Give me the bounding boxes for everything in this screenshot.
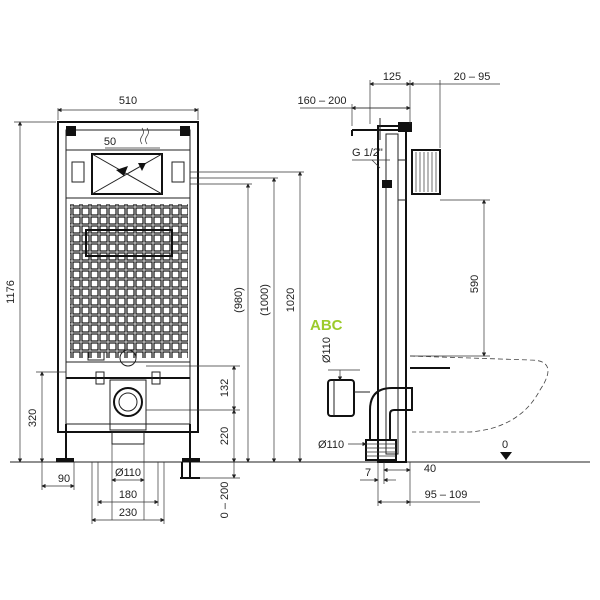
dim-7: 7: [365, 467, 371, 479]
dim-1020: 1020: [285, 288, 297, 312]
dim-1000: (1000): [259, 284, 271, 316]
dim-20-95: 20 – 95: [454, 71, 491, 83]
drain-outlet: [113, 387, 143, 417]
water-inlet: [119, 349, 137, 367]
dim-elbow-diameter: Ø110: [318, 439, 344, 451]
dim-590: 590: [469, 275, 481, 293]
side-frame: [377, 125, 407, 463]
dim-180: 180: [119, 489, 137, 501]
dim-320: 320: [27, 409, 39, 427]
watermark-logo: ABC: [310, 317, 343, 334]
dim-160-200: 160 – 200: [298, 95, 347, 107]
dim-980: (980): [233, 287, 245, 313]
dim-diameter-110: Ø110: [115, 467, 141, 479]
dim-132: 132: [219, 379, 231, 397]
dim-flush: 50: [104, 136, 116, 148]
flush-actuator: [411, 149, 441, 195]
cistern-grid: [70, 204, 188, 358]
dim-90: 90: [58, 473, 70, 485]
dim-230: 230: [119, 507, 137, 519]
thread-label: G 1/2": [352, 147, 383, 159]
flush-plate: [91, 153, 163, 195]
dim-0-200: 0 – 200: [219, 482, 231, 519]
side-view: G 1/2" 125 20 – 95 160 – 200: [298, 71, 549, 506]
dim-95-109: 95 – 109: [425, 489, 468, 501]
outlet-stub: [327, 379, 355, 417]
toilet-bowl: [409, 355, 549, 433]
front-view: 510 50 1176 320 (980) (1000) 1020 132 22…: [5, 95, 304, 524]
dim-outlet-diameter: Ø110: [321, 337, 333, 363]
dim-zero: 0: [502, 439, 508, 451]
dim-width: 510: [119, 95, 137, 107]
dim-40: 40: [424, 463, 436, 475]
drain-elbow: [369, 387, 413, 441]
dim-height: 1176: [5, 280, 17, 304]
dim-220: 220: [219, 427, 231, 445]
dim-125: 125: [383, 71, 401, 83]
